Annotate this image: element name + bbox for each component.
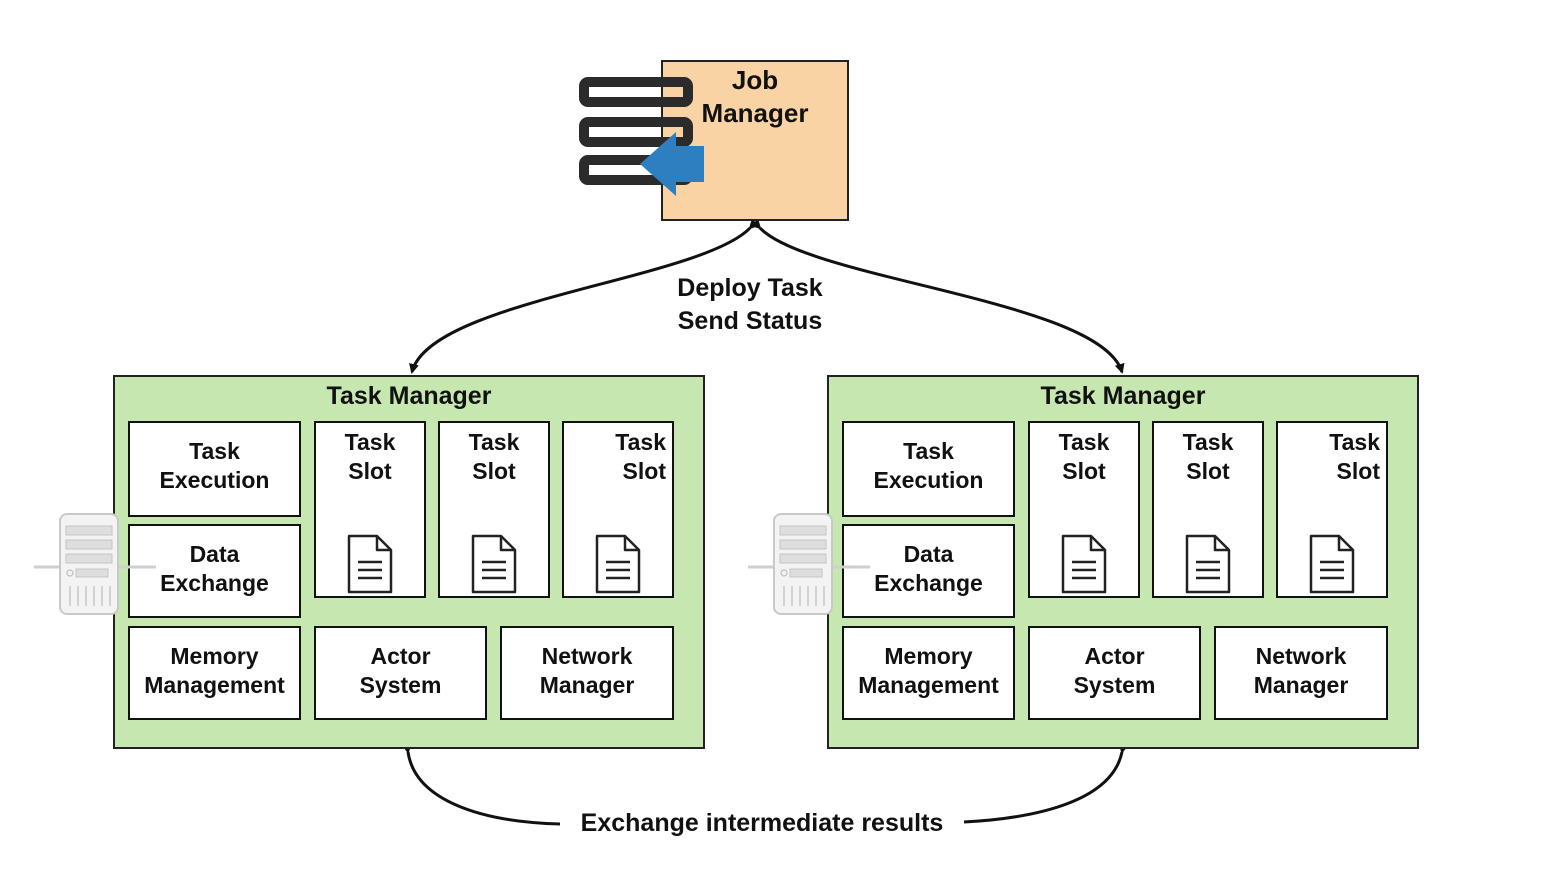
network-manager-2: Network Manager xyxy=(1214,626,1388,720)
actor-system-2-label: Actor System xyxy=(1073,643,1156,698)
arrow-left-icon xyxy=(640,132,704,196)
task-slot-2-2-label: Task Slot xyxy=(1182,429,1234,484)
task-slot-1-1-label: Task Slot xyxy=(344,429,396,484)
task-manager-1-title: Task Manager xyxy=(326,382,492,410)
edge-tm1-exchange xyxy=(401,743,561,826)
edge-job-to-tm2 xyxy=(750,218,1125,374)
memory-management-2-label: Memory Management xyxy=(858,643,999,698)
edge-job-to-tm1 xyxy=(409,218,760,374)
task-slot-2-3-label: Task Slot xyxy=(1329,429,1380,484)
network-manager-1-label: Network Manager xyxy=(539,643,635,698)
actor-system-2: Actor System xyxy=(1028,626,1201,720)
task-execution-2: Task Execution xyxy=(842,421,1015,517)
memory-management-1-label: Memory Management xyxy=(144,643,285,698)
network-manager-1: Network Manager xyxy=(500,626,674,720)
server-icon xyxy=(746,512,872,616)
data-exchange-1: Data Exchange xyxy=(128,524,301,618)
document-icon xyxy=(347,534,393,594)
actor-system-1: Actor System xyxy=(314,626,487,720)
job-manager-label: Job Manager xyxy=(701,65,809,128)
data-exchange-1-label: Data Exchange xyxy=(160,541,269,596)
data-exchange-2: Data Exchange xyxy=(842,524,1015,618)
document-icon xyxy=(595,534,641,594)
document-icon xyxy=(1309,534,1355,594)
document-icon xyxy=(471,534,517,594)
edge-tm2-exchange xyxy=(963,743,1129,824)
document-icon xyxy=(1061,534,1107,594)
task-execution-1: Task Execution xyxy=(128,421,301,517)
memory-management-2: Memory Management xyxy=(842,626,1015,720)
task-slot-1-2-label: Task Slot xyxy=(468,429,520,484)
task-slot-2-1-label: Task Slot xyxy=(1058,429,1110,484)
deploy-send-status-label: Deploy Task Send Status xyxy=(677,274,823,335)
task-slot-2-3: Task Slot xyxy=(1276,421,1388,598)
task-manager-2-title: Task Manager xyxy=(1040,382,1206,410)
exchange-results-label: Exchange intermediate results xyxy=(580,809,944,837)
actor-system-1-label: Actor System xyxy=(359,643,442,698)
network-manager-2-label: Network Manager xyxy=(1253,643,1349,698)
task-execution-1-label: Task Execution xyxy=(159,438,270,493)
memory-management-1: Memory Management xyxy=(128,626,301,720)
server-icon xyxy=(32,512,158,616)
data-exchange-2-label: Data Exchange xyxy=(874,541,983,596)
task-slot-1-3-label: Task Slot xyxy=(615,429,666,484)
task-execution-2-label: Task Execution xyxy=(873,438,984,493)
document-icon xyxy=(1185,534,1231,594)
